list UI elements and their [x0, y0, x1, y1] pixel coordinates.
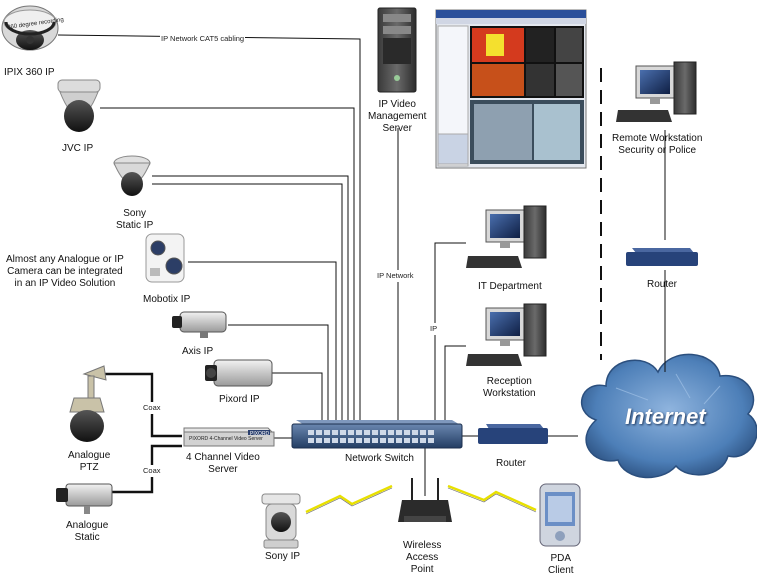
ip-network-label: IP Network: [376, 270, 415, 282]
sony-static-camera-icon: [113, 155, 151, 196]
coax-label-1: Coax: [142, 402, 162, 414]
sony-ip-camera-icon: [261, 493, 301, 549]
management-server-label-line1: IP Video: [378, 99, 416, 110]
pda-label-line1: PDA: [550, 553, 572, 564]
local-router-label: Router: [496, 458, 527, 469]
cable-ipix: [57, 34, 361, 420]
integration-note-line1: Almost any Analogue or IP: [6, 254, 124, 265]
cable-pixord: [272, 372, 323, 420]
reception-label: Reception Workstation: [483, 376, 536, 400]
pixord-camera-icon: [205, 359, 273, 387]
analogue-static-camera-icon: [56, 483, 113, 514]
cable-it-dept: [434, 242, 466, 420]
pda-label-line2: Client: [548, 565, 574, 576]
sony-static-label-line2: Static IP: [116, 220, 154, 231]
analogue-static-label-line2: Static: [74, 532, 100, 543]
jvc-camera-icon: [57, 79, 101, 132]
cable-jvc: [100, 107, 355, 420]
it-workstation-icon: [466, 205, 547, 268]
axis-camera-icon: [172, 311, 227, 338]
coax-label-2: Coax: [142, 465, 162, 477]
integration-note: Almost any Analogue or IP Camera can be …: [6, 254, 124, 290]
wap-label-line2: Access: [406, 552, 439, 563]
video-server-model-text: PIXORD 4-Channel Video Server: [189, 436, 263, 442]
cable-mobotix: [188, 261, 337, 420]
remote-workstation-label: Remote Workstation Security or Police: [612, 133, 702, 157]
analogue-ptz-label-line2: PTZ: [79, 462, 99, 473]
management-server-icon: [377, 7, 417, 93]
cables: [57, 34, 666, 496]
vms-screenshot-image: [435, 9, 587, 169]
sony-ip-label: Sony IP: [265, 551, 301, 562]
it-department-label: IT Department: [478, 281, 542, 292]
management-server-label: IP Video Management Server: [368, 99, 426, 135]
internet-cloud-icon: [580, 353, 757, 479]
video-server-icon: [183, 427, 275, 447]
mobotix-label: Mobotix IP: [143, 294, 191, 305]
sony-static-label-line1: Sony: [123, 208, 147, 219]
cat5-label: IP Network CAT5 cabling: [160, 33, 246, 45]
reception-label-line2: Workstation: [483, 388, 536, 399]
cable-sony-static-2: [152, 183, 343, 420]
local-router-icon: [478, 424, 548, 444]
mobotix-camera-icon: [145, 233, 185, 283]
network-switch-icon: [291, 420, 463, 449]
ipix-label: IPIX 360 IP: [4, 67, 55, 78]
pda-client-label: PDA Client: [548, 553, 574, 577]
wireless-access-point-icon: [398, 478, 452, 522]
internet-label: Internet: [625, 404, 706, 429]
video-server-label-line1: 4 Channel Video: [186, 452, 260, 463]
cable-reception: [444, 345, 466, 420]
wireless-signal: [305, 484, 537, 515]
management-server-label-line3: Server: [382, 123, 412, 134]
wap-label-line3: Point: [410, 564, 434, 575]
analogue-ptz-label: Analogue PTZ: [68, 450, 110, 474]
analogue-ptz-label-line1: Analogue: [68, 450, 111, 461]
pda-client-icon: [539, 483, 581, 547]
integration-note-line3: in an IP Video Solution: [14, 278, 116, 289]
analogue-static-label-line1: Analogue: [66, 520, 109, 531]
pixord-label: Pixord IP: [219, 394, 260, 405]
remote-router-label: Router: [647, 279, 678, 290]
analogue-ptz-camera-icon: [69, 365, 107, 442]
remote-workstation-label-line2: Security or Police: [618, 145, 697, 156]
jvc-label: JVC IP: [62, 143, 94, 154]
cable-sony-static: [152, 175, 349, 420]
sony-static-label: Sony Static IP: [116, 208, 153, 232]
video-server-badge-text: PIXORD: [250, 431, 270, 437]
wap-label-line1: Wireless: [403, 540, 442, 551]
analogue-static-label: Analogue Static: [66, 520, 108, 544]
network-switch-label: Network Switch: [345, 453, 414, 464]
reception-label-line1: Reception: [486, 376, 532, 387]
remote-workstation-label-line1: Remote Workstation: [612, 133, 703, 144]
integration-note-line2: Camera can be integrated: [7, 266, 123, 277]
remote-router-icon: [626, 248, 698, 266]
wireless-access-point-label: Wireless Access Point: [403, 540, 441, 576]
ipix-camera-icon: [1, 5, 59, 51]
cable-axis: [228, 324, 329, 420]
ip-label: IP: [429, 323, 439, 335]
video-server-label-line2: Server: [208, 464, 238, 475]
video-server-label: 4 Channel Video Server: [186, 452, 260, 476]
remote-workstation-icon: [616, 61, 697, 122]
reception-workstation-icon: [466, 303, 547, 366]
management-server-label-line2: Management: [368, 111, 427, 122]
axis-label: Axis IP: [182, 346, 214, 357]
